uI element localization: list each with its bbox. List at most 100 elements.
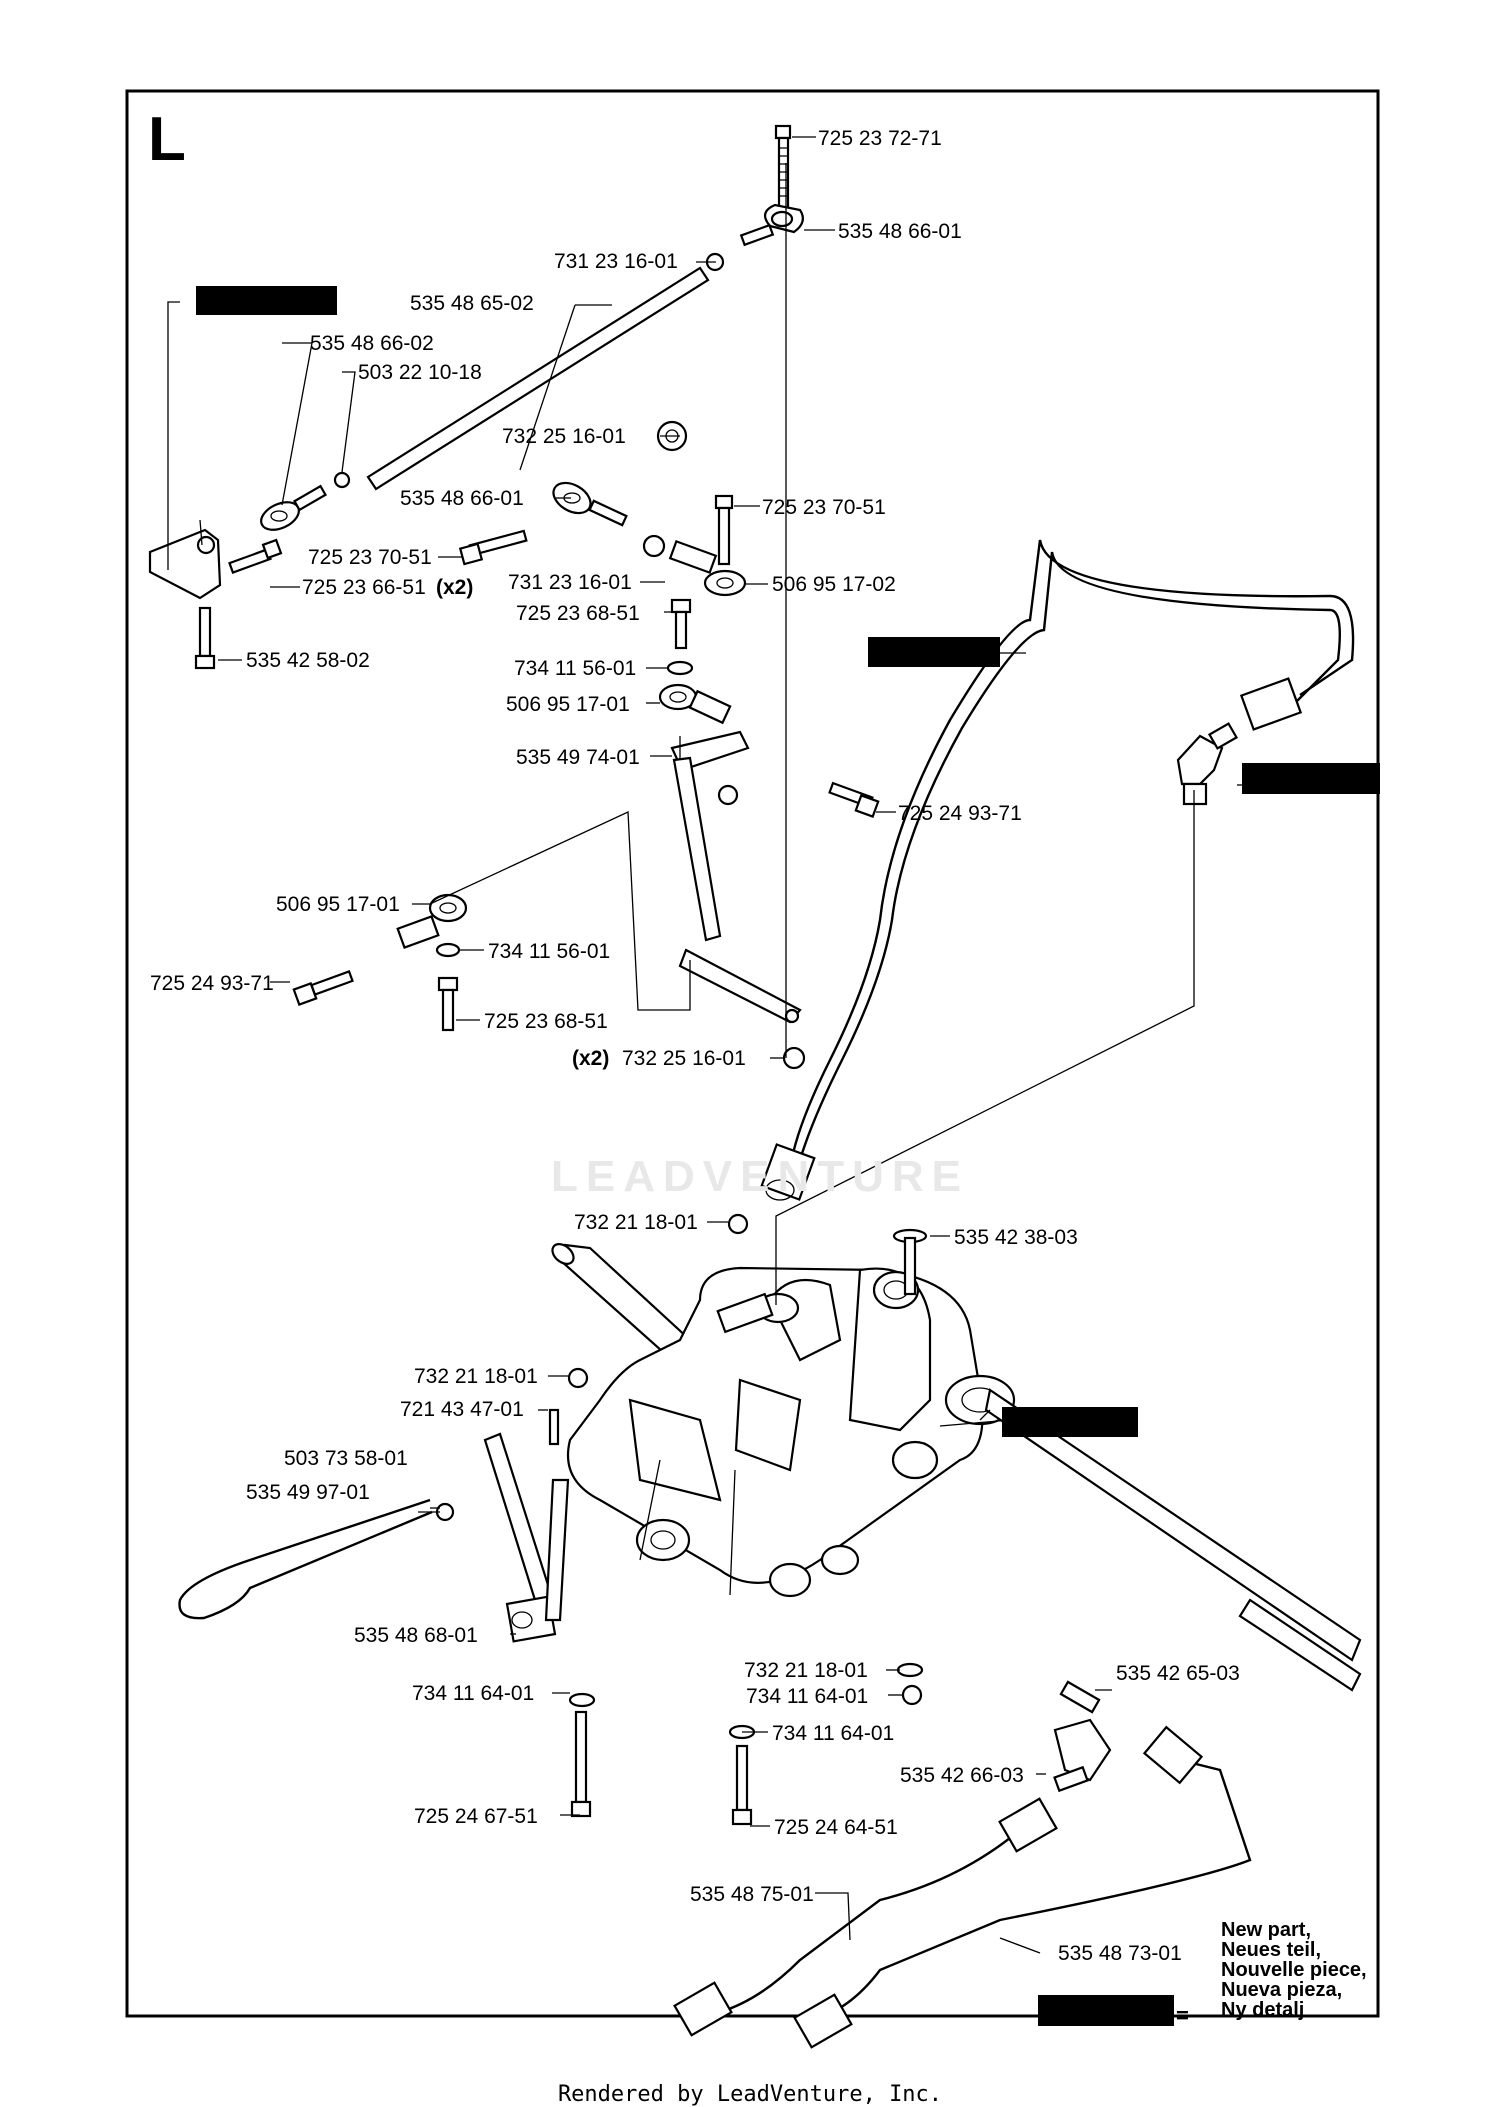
nut-icon [727, 1213, 749, 1235]
part-label: 734 11 56-01 [488, 940, 610, 963]
control-lever-icon [670, 730, 802, 1024]
part-label: 535 48 66-01 [838, 220, 962, 243]
part-label: 731 23 16-01 [508, 571, 632, 594]
part-label: 725 23 68-51 [516, 602, 640, 625]
part-label: 535 48 66-01 [400, 487, 524, 510]
part-label: 535 48 73-01 [1058, 1942, 1182, 1965]
nut-icon [642, 534, 718, 575]
rod-end-icon [705, 203, 805, 272]
part-label: 506 95 17-01 [506, 693, 630, 716]
part-label: 725 23 72-71 [818, 127, 942, 150]
rod-end-icon [552, 420, 688, 527]
part-label: 725 24 64-51 [774, 1816, 898, 1839]
part-label: 535 49 97-01 [246, 1481, 370, 1504]
new-part-marker [196, 286, 337, 315]
tube-fitting-icon [1053, 1680, 1112, 1793]
bolt-icon [714, 494, 734, 566]
part-label: 734 11 64-01 [772, 1722, 894, 1745]
linkage-rod [366, 266, 710, 491]
part-label: 535 42 66-03 [900, 1764, 1024, 1787]
section-letter: L [148, 105, 186, 174]
bolt-icon [892, 1228, 928, 1296]
bypass-lever-icon [483, 1432, 570, 1643]
hydraulic-tube [673, 1725, 1252, 2049]
new-part-marker [1002, 1407, 1138, 1437]
part-label: 503 22 10-18 [358, 361, 482, 384]
part-label: 535 42 58-02 [246, 649, 370, 672]
part-label: 731 23 16-01 [554, 250, 678, 273]
legend-line: Ny detalj [1221, 1999, 1305, 2021]
part-label: 734 11 56-01 [514, 657, 636, 680]
part-label: 725 23 68-51 [484, 1010, 608, 1033]
legend-line: Neues teil, [1221, 1939, 1322, 1961]
washer-icon [435, 942, 461, 958]
legend-equals: = [1176, 2003, 1189, 2028]
bolt-icon [458, 529, 528, 566]
part-label: 725 23 70-51 [308, 546, 432, 569]
transmission-icon [551, 1243, 1362, 1692]
part-label: 506 95 17-02 [772, 573, 896, 596]
part-label: 535 48 65-02 [410, 292, 534, 315]
hydraulic-tube-inner [798, 551, 1341, 1161]
part-label: 535 48 66-02 [310, 332, 434, 355]
rod-end-icon [658, 683, 732, 725]
bolt-icon [437, 976, 459, 1032]
nut-icon [901, 1684, 923, 1706]
part-label: 732 21 18-01 [574, 1211, 698, 1234]
legend-line: New part, [1221, 1919, 1312, 1941]
part-label: 734 11 64-01 [746, 1685, 868, 1708]
nut-icon [782, 1046, 806, 1070]
part-label: 725 24 93-71 [150, 972, 274, 995]
legend-line: Nouvelle piece, [1221, 1959, 1367, 1981]
diagram-frame [125, 89, 1380, 2018]
bolt-icon [228, 538, 283, 574]
bolt-icon [828, 781, 880, 819]
bolt-icon [194, 606, 216, 670]
part-label: 721 43 47-01 [400, 1398, 524, 1421]
footer-credit: Rendered by LeadVenture, Inc. [557, 2082, 943, 2107]
new-part-legend: New part, Neues teil, Nouvelle piece, Nu… [1221, 1920, 1367, 2020]
part-label: 535 49 74-01 [516, 746, 640, 769]
pin-icon [548, 1408, 560, 1446]
bracket-icon [148, 519, 222, 600]
tube-fitting-icon [760, 677, 1303, 1201]
part-label: 506 95 17-01 [276, 893, 400, 916]
hydraulic-tube [790, 539, 1355, 1159]
part-label: 535 48 75-01 [690, 1883, 814, 1906]
part-label: 732 25 16-01 [502, 425, 626, 448]
legend-line: Nueva pieza, [1221, 1979, 1343, 2001]
rod-end-icon [703, 569, 747, 597]
part-label: 725 23 66-51 [302, 576, 426, 599]
watermark: LEADVENTURE [550, 1152, 970, 1201]
new-part-marker [1038, 1995, 1174, 2026]
part-label: 535 42 65-03 [1116, 1662, 1240, 1685]
rod-end-icon [260, 471, 351, 531]
nut-icon [567, 1367, 589, 1389]
part-label: 732 25 16-01 [622, 1047, 746, 1070]
new-part-marker [868, 637, 1000, 667]
new-part-marker [1242, 763, 1380, 794]
bolt-icon [292, 970, 354, 1007]
quantity-label: (x2) [436, 576, 473, 599]
part-label: 535 42 38-03 [954, 1226, 1078, 1249]
part-label: 503 73 58-01 [284, 1447, 408, 1470]
part-label: 725 24 67-51 [414, 1805, 538, 1828]
bolt-icon [728, 1724, 756, 1826]
washer-icon [666, 660, 694, 676]
elbow-fitting-icon [1176, 722, 1239, 806]
part-label: 725 24 93-71 [898, 802, 1022, 825]
bolt-icon [568, 1692, 596, 1818]
part-label: 732 21 18-01 [414, 1365, 538, 1388]
part-label: 732 21 18-01 [744, 1659, 868, 1682]
part-label: 734 11 64-01 [412, 1682, 534, 1705]
rod-end-icon [396, 893, 468, 949]
bolt-icon [670, 598, 692, 650]
washer-icon [896, 1662, 924, 1678]
quantity-label: (x2) [572, 1047, 609, 1070]
leader-lines [167, 136, 1248, 1954]
part-label: 725 23 70-51 [762, 496, 886, 519]
bolt-icon [774, 124, 792, 210]
bypass-rod-icon [178, 1498, 455, 1620]
part-label: 535 48 68-01 [354, 1624, 478, 1647]
